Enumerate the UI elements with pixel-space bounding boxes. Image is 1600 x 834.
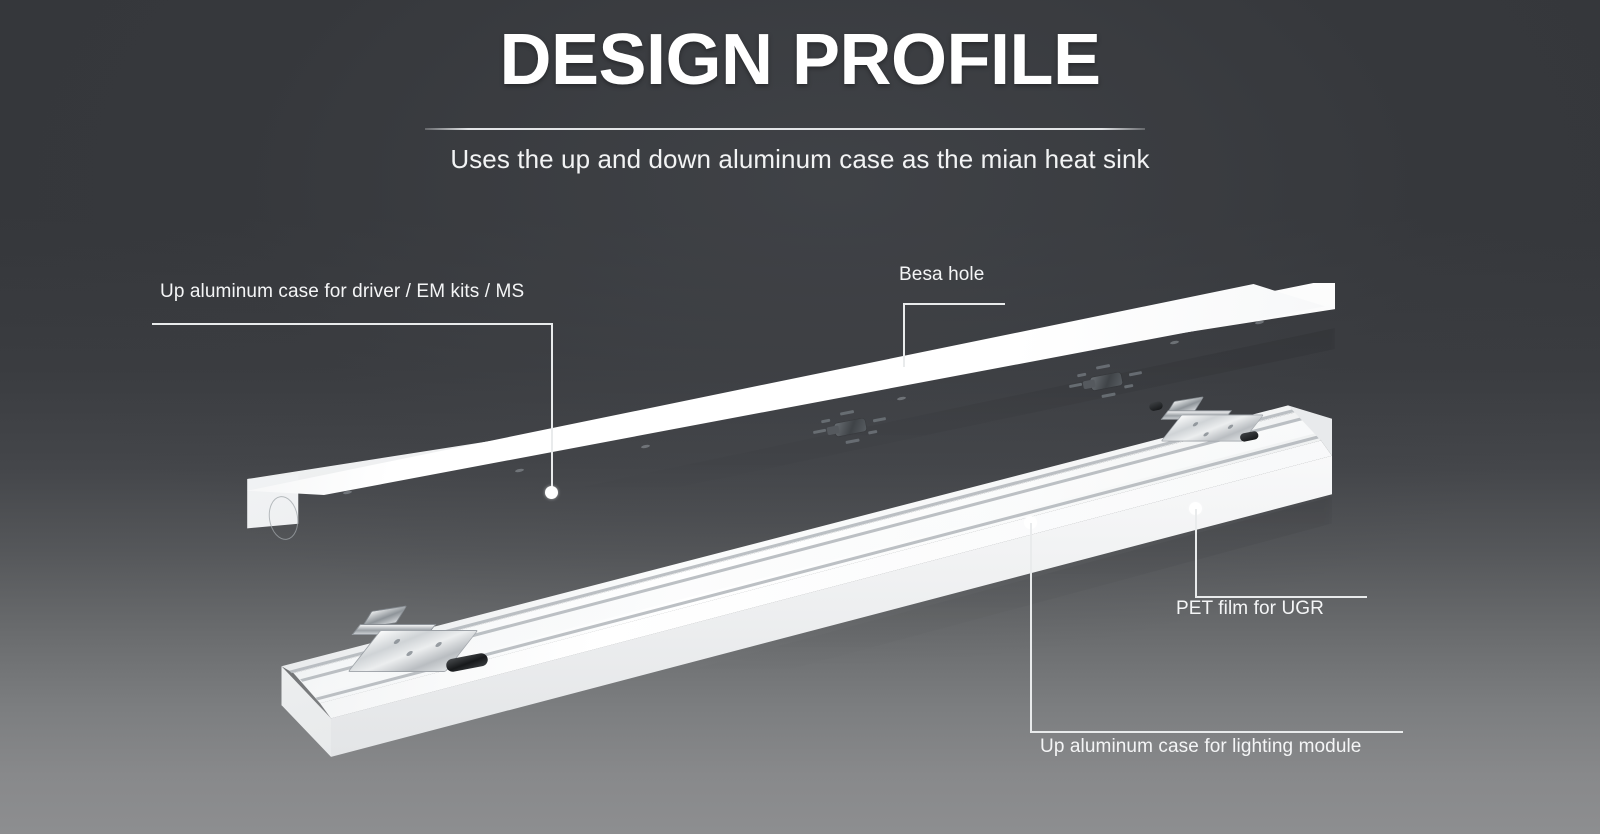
page-title: DESIGN PROFILE — [499, 20, 1101, 100]
leader-line-up-case-driver-horizontal — [152, 323, 552, 325]
leader-line-pet-film-vertical — [1195, 509, 1197, 598]
screw-dimple — [1254, 320, 1265, 325]
callout-label-besa-hole: Besa hole — [899, 264, 985, 285]
leader-line-besa-hole-horizontal — [903, 303, 1005, 305]
leader-line-up-case-driver-vertical — [551, 323, 553, 493]
screw-dimple — [1169, 340, 1180, 345]
leader-endpoint-up-case-driver — [545, 486, 558, 499]
title-divider — [425, 128, 1145, 130]
callout-label-up-case-lighting: Up aluminum case for lighting module — [1040, 736, 1362, 757]
leader-line-besa-hole-vertical — [903, 303, 905, 367]
leader-line-up-case-lighting-horizontal — [1030, 731, 1403, 733]
callout-label-up-case-driver: Up aluminum case for driver / EM kits / … — [160, 281, 525, 302]
leader-endpoint-pet-film — [1189, 502, 1202, 515]
leader-endpoint-up-case-lighting — [1024, 516, 1037, 529]
page-subtitle: Uses the up and down aluminum case as th… — [450, 144, 1150, 174]
lower-aluminum-channel-product — [232, 396, 1332, 778]
callout-label-pet-film: PET film for UGR — [1176, 598, 1324, 619]
leader-line-pet-film-horizontal — [1195, 596, 1367, 598]
up-aluminum-case-product — [225, 283, 1335, 573]
leader-line-up-case-lighting-vertical — [1030, 523, 1032, 733]
